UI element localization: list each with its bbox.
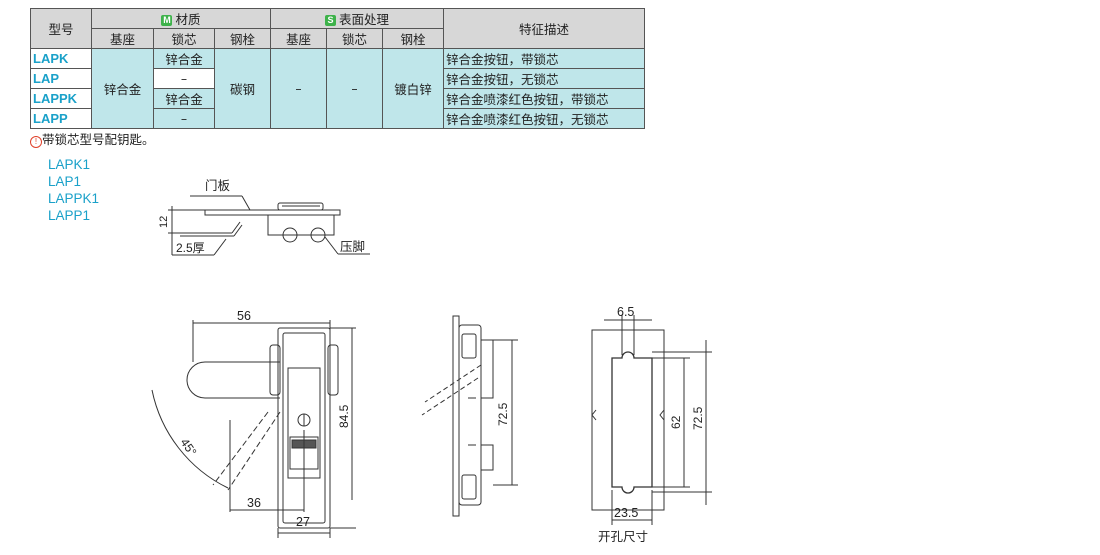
dim-27: 27 <box>296 515 310 529</box>
cutout-view: 6.5 62 72.5 23.5 开孔尺寸 <box>591 305 712 544</box>
info-icon: ! <box>30 136 42 148</box>
table-row: LAPP – 锌合金喷漆红色按钮，无锁芯 <box>30 108 645 129</box>
front-view: 56 45° 84.5 36 27 <box>151 309 356 538</box>
model-item: LAPPK1 <box>48 191 100 206</box>
base-material: 锌合金 <box>91 48 154 129</box>
core-material: – <box>153 108 215 129</box>
dim-6-5: 6.5 <box>617 305 634 319</box>
subheader-base-surface: 基座 <box>270 28 327 49</box>
dim-56: 56 <box>237 309 251 323</box>
header-material-label: 材质 <box>175 12 201 27</box>
angle-45: 45° <box>178 436 200 459</box>
pad-label: 压脚 <box>340 239 365 254</box>
dim-36: 36 <box>247 496 261 510</box>
door-label: 门板 <box>205 178 231 193</box>
model-item: LAPK1 <box>48 157 91 172</box>
bolt-material: 碳钢 <box>214 48 271 129</box>
model-code: LAPPK <box>30 88 92 109</box>
feature-desc: 锌合金喷漆红色按钮，无锁芯 <box>443 108 645 129</box>
thickness-label: 2.5厚 <box>176 241 205 255</box>
core-material: 锌合金 <box>153 88 215 109</box>
subheader-bolt-surface: 钢栓 <box>382 28 444 49</box>
key-note: !带锁芯型号配钥匙。 <box>30 129 155 148</box>
dim-84-5: 84.5 <box>337 404 351 428</box>
dim-12: 12 <box>158 216 170 228</box>
dim-23-5: 23.5 <box>614 506 638 520</box>
table-row: LAPPK 锌合金 锌合金喷漆红色按钮，带锁芯 <box>30 88 645 109</box>
feature-desc: 锌合金按钮，带锁芯 <box>443 48 645 69</box>
material-badge-icon: M <box>161 15 173 26</box>
model-code: LAPP <box>30 108 92 129</box>
dim-62: 62 <box>669 415 683 429</box>
surface-badge-icon: S <box>324 15 336 26</box>
core-material: – <box>153 68 215 89</box>
dim-72-5-cutout: 72.5 <box>691 406 705 430</box>
side-view: 门板 12 2.5厚 压脚 <box>158 178 370 256</box>
feature-desc: 锌合金喷漆红色按钮，带锁芯 <box>443 88 645 109</box>
feature-desc: 锌合金按钮，无锁芯 <box>443 68 645 89</box>
surface-core: – <box>326 48 383 129</box>
table-row: LAP – 锌合金按钮，无锁芯 <box>30 68 645 89</box>
subheader-base: 基座 <box>91 28 154 49</box>
model-item: LAP1 <box>48 174 82 189</box>
header-surface-label: 表面处理 <box>338 12 389 27</box>
cutout-caption: 开孔尺寸 <box>598 529 648 544</box>
surface-base: – <box>270 48 327 129</box>
header-model: 型号 <box>30 8 92 49</box>
model-item: LAPP1 <box>48 208 91 223</box>
key-note-text: 带锁芯型号配钥匙。 <box>42 132 155 147</box>
profile-view: 72.5 <box>421 315 518 517</box>
header-feature: 特征描述 <box>443 8 645 49</box>
dim-72-5-profile: 72.5 <box>496 402 510 426</box>
model-list: LAPK1 LAP1 LAPPK1 LAPP1 <box>48 156 99 224</box>
